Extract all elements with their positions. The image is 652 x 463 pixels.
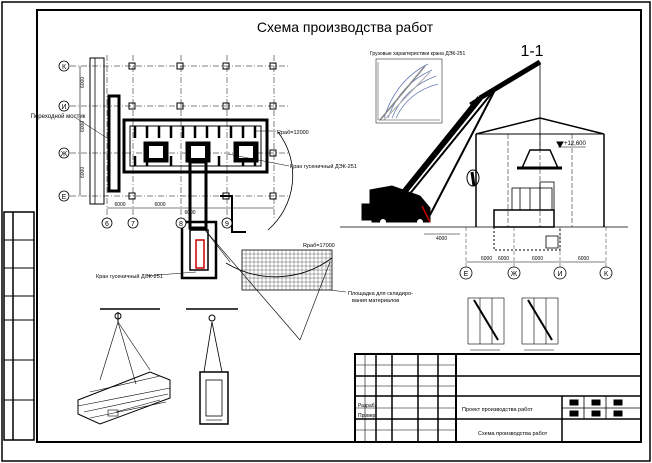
load-chart [375,58,443,124]
tb-project-name: Проект производства работ [462,407,533,413]
storage-label-2: вания материалов [352,298,399,304]
crane-label-bottom: Кран гусеничный ДЭК-251 [96,273,163,280]
axis-label-k: К [62,64,67,71]
dim-s4: 6000 [578,256,589,262]
axis-label-8: 8 [179,221,183,228]
dim-h1: 6000 [114,202,125,208]
title-block [354,353,642,443]
section-axis-bubbles: Е Ж И К 6000 6000 6000 6000 [459,256,613,280]
site-plan [70,55,347,341]
dim-h3: 6000 [184,210,195,216]
dim-s2: 6000 [498,256,509,262]
axis-label-zh: Ж [61,151,68,158]
plan-axis-bubbles: К И Ж Е 6 7 8 9 [58,60,233,229]
section-label: 1-1 [520,43,543,60]
slinging-scheme-panel [186,308,238,425]
crane-label-top: Кран гусеничный ДЭК-251 [290,163,357,170]
page-title: Схема производства работ [257,19,434,35]
dim-v1: 6000 [80,77,86,88]
dim-crane: 4000 [436,236,447,242]
section-axis-i: И [557,271,562,278]
dim-v2: 6000 [80,121,86,132]
section-axis-zh: Ж [511,271,518,278]
radius-12-label: Rраб=12000 [277,130,309,136]
axis-label-9: 9 [225,221,229,228]
node-details [467,297,559,351]
axis-label-7: 7 [131,221,135,228]
tb-sheet-name: Схема производства работ [478,431,548,437]
slinging-scheme-bundle [77,308,171,425]
dim-s1: 6000 [481,256,492,262]
load-chart-title: Грузовые характеристики крана ДЭК-251 [370,51,465,57]
inner-frame [36,9,642,443]
dim-h2: 6000 [154,202,165,208]
bridge-label: Переходной мостик [31,113,86,120]
radius-17-label: Rраб=17000 [303,243,335,249]
axis-label-i: И [61,104,66,111]
storage-area-grid [241,249,333,291]
section-axis-e: Е [464,271,469,278]
tb-developed: Разраб. [358,403,376,409]
tb-checked: Провер. [358,413,377,419]
left-margin-strip [3,211,35,441]
dim-v3: 6000 [80,167,86,178]
plan-dimensions: 6000 6000 6000 6000 6000 6000 [80,77,196,216]
section-axis-k: К [604,271,609,278]
elevation-label: +12,600 [564,141,587,147]
axis-label-e: Е [62,194,67,201]
dim-s3: 6000 [532,256,543,262]
section-1-1 [340,59,628,268]
storage-label-1: Площадка для складиро- [348,291,413,297]
axis-label-6: 6 [105,221,109,228]
